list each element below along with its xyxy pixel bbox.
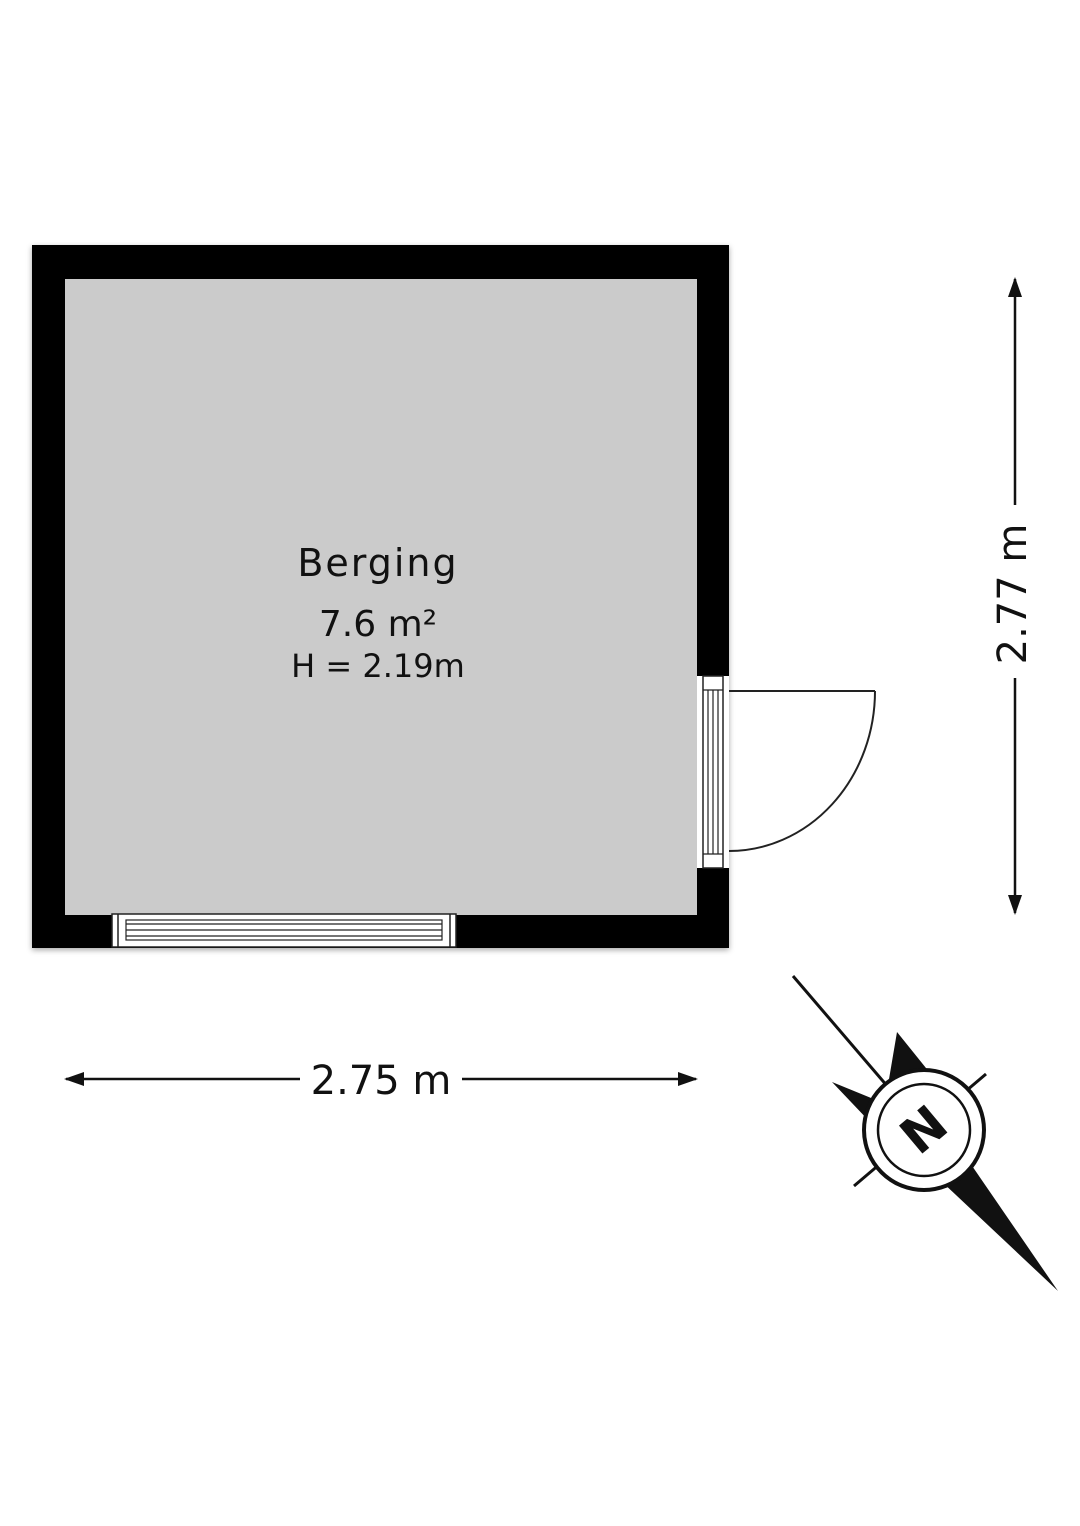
room-area: 7.6 m² — [319, 604, 437, 645]
north-compass: N — [791, 975, 1058, 1291]
depth-dimension: 2.77 m — [990, 277, 1036, 915]
window-bottom — [111, 913, 457, 948]
width-dimension: 2.75 m — [64, 1058, 698, 1104]
room-name: Berging — [297, 541, 458, 585]
room-height: H = 2.19m — [291, 647, 465, 685]
door-right — [697, 675, 876, 869]
depth-label: 2.77 m — [990, 524, 1036, 665]
width-label: 2.75 m — [311, 1058, 452, 1104]
room-floor — [65, 279, 697, 915]
